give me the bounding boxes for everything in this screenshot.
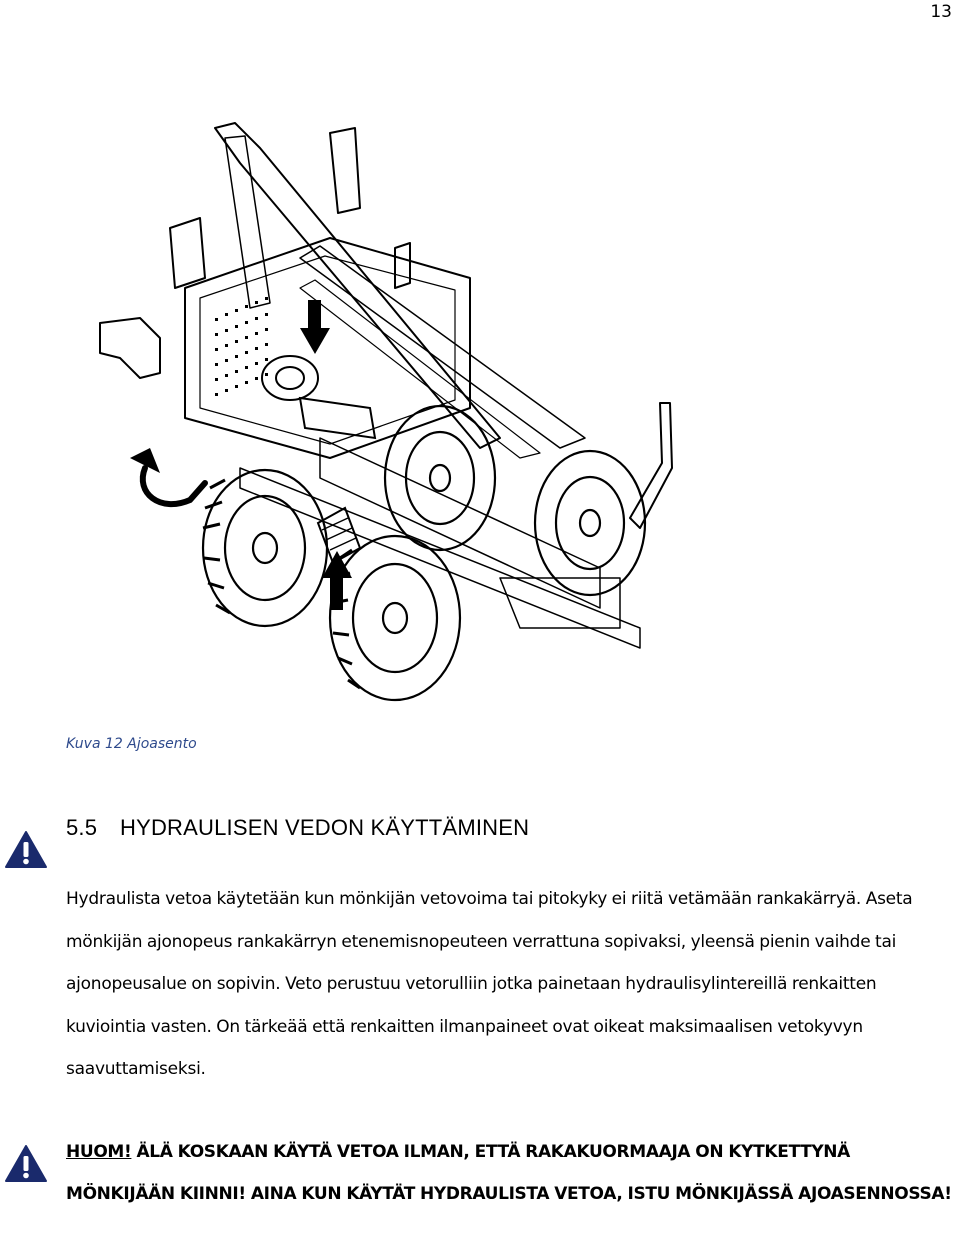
body-paragraph: Hydraulista vetoa käytetään kun mönkijän… (66, 889, 913, 1079)
rotate-arrow-icon (139, 465, 208, 508)
wheel-front-left (328, 534, 462, 702)
warning-triangle-icon (5, 1145, 47, 1182)
up-arrow-icon (322, 551, 352, 610)
section-heading: 5.5 HYDRAULISEN VEDON KÄYTTÄMINEN (66, 815, 529, 841)
wheel-front-right (533, 449, 647, 597)
figure-caption: Kuva 12 Ajoasento (66, 736, 197, 752)
wheel-rear-left (201, 468, 329, 628)
page-number: 13 (930, 2, 952, 22)
trailer-illustration (99, 122, 673, 702)
section-title: HYDRAULISEN VEDON KÄYTTÄMINEN (120, 815, 530, 840)
wheel-rear-right (383, 404, 497, 552)
note-label: HUOM! (66, 1142, 132, 1162)
warning-note: HUOM! ÄLÄ KOSKAAN KÄYTÄ VETOA ILMAN, ETT… (66, 1131, 956, 1215)
down-arrow-icon (300, 300, 330, 354)
rotate-arrowhead (130, 448, 160, 473)
section-number: 5.5 (66, 815, 98, 840)
note-text: ÄLÄ KOSKAAN KÄYTÄ VETOA ILMAN, ETTÄ RAKA… (66, 1142, 952, 1204)
warning-triangle-icon (5, 831, 47, 868)
